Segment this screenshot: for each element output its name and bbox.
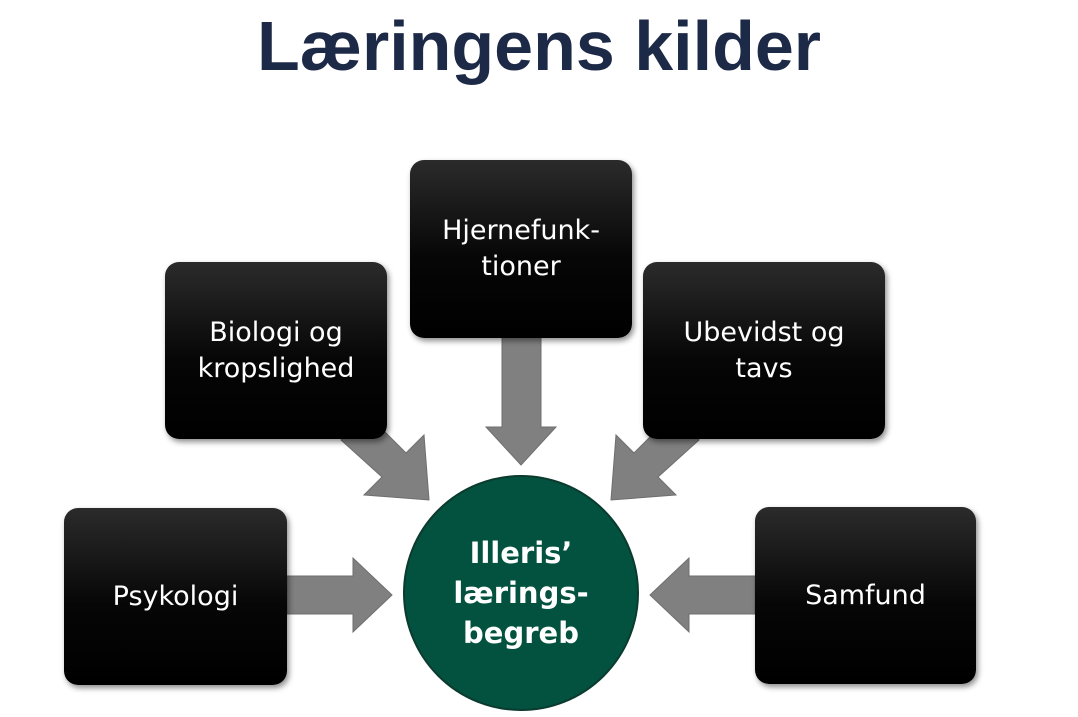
arrow-down-hjernefunktioner	[484, 334, 558, 466]
source-label: Hjernefunk- tioner	[442, 215, 600, 282]
source-label: Biologi og kropslighed	[197, 316, 355, 384]
source-label: Ubevidst og tavs	[683, 316, 845, 384]
source-box-hjernefunktioner: Hjernefunk- tioner	[410, 160, 632, 338]
center-circle: Illeris’ lærings- begreb	[403, 475, 639, 711]
source-box-biologi: Biologi og kropslighed	[165, 262, 387, 439]
source-label: Psykologi	[112, 580, 239, 612]
source-box-samfund: Samfund	[755, 507, 976, 684]
arrow-right-psykologi	[286, 556, 393, 634]
center-label: Illeris’ lærings- begreb	[453, 536, 589, 650]
arrow-left-samfund	[649, 556, 756, 634]
source-box-ubevidst: Ubevidst og tavs	[643, 262, 885, 439]
page-title: Læringens kilder	[256, 7, 822, 85]
source-box-psykologi: Psykologi	[64, 508, 287, 685]
source-label: Samfund	[805, 579, 926, 611]
